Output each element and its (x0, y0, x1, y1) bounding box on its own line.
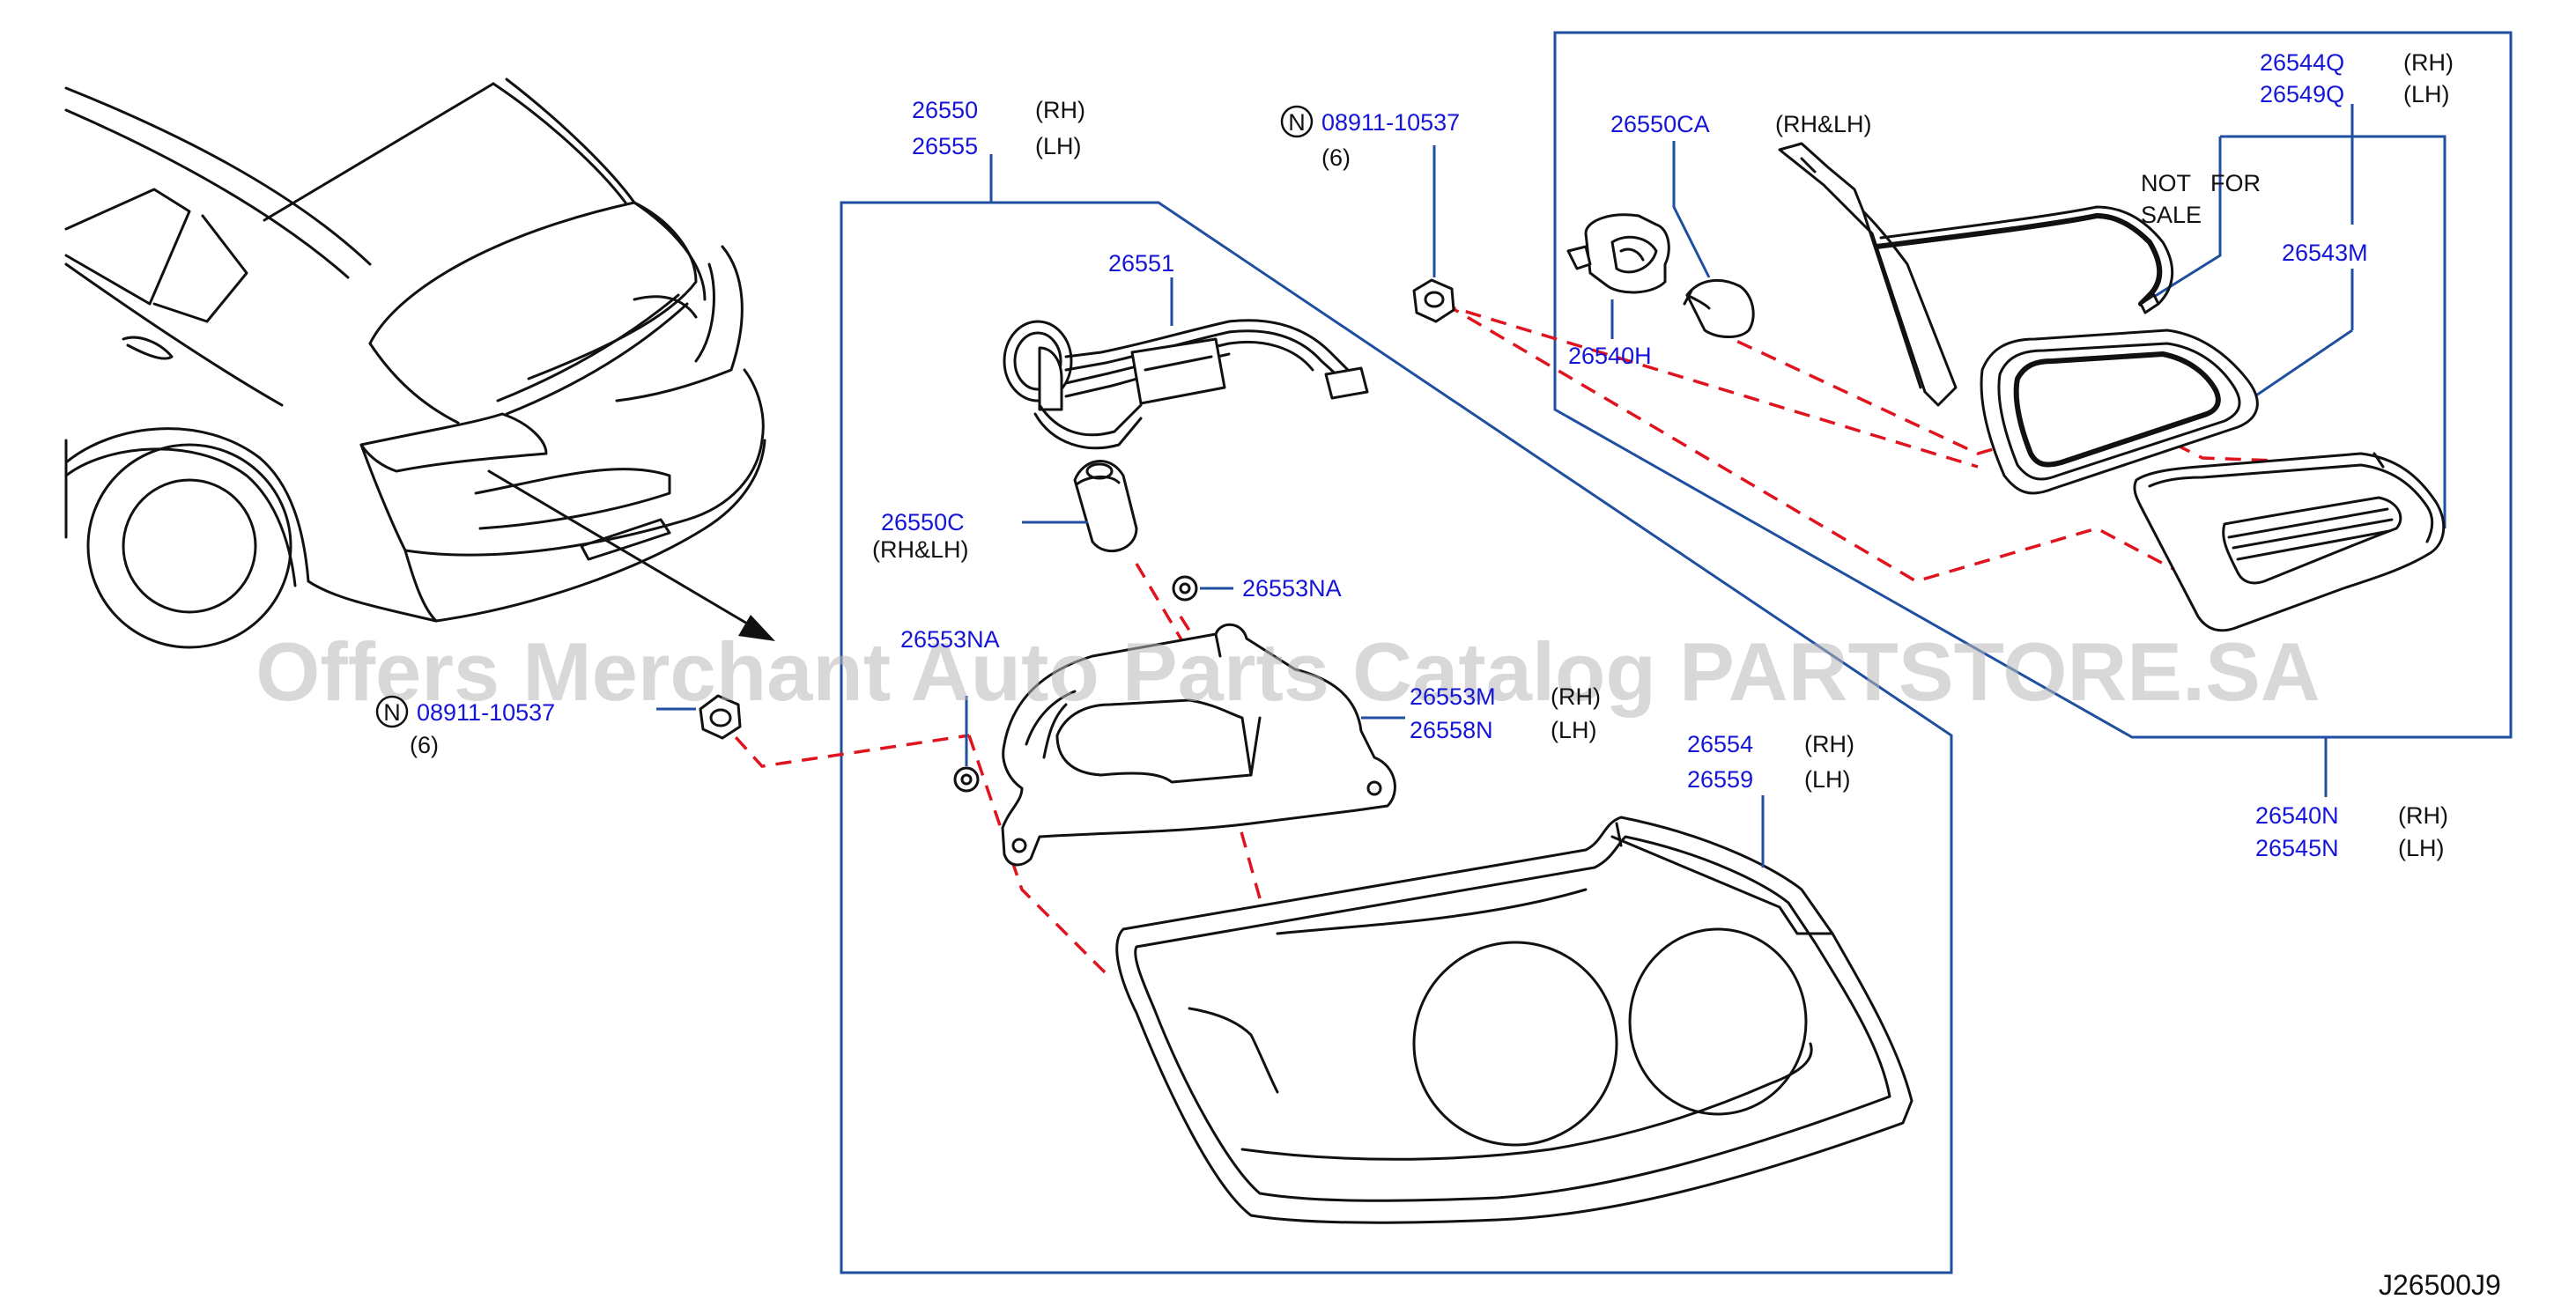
qualifier-26555-lh: (LH) (1035, 133, 1082, 159)
nut-top-callout: N 08911-10537 (6) (1280, 105, 1460, 171)
label-26540H: 26540H (1568, 343, 1652, 369)
label-26559: 26559 (1687, 766, 1753, 793)
bulb-26550CA (1672, 141, 1755, 338)
bracket-26553M (1001, 623, 1405, 867)
qualifier-26554-rh: (RH) (1804, 731, 1854, 757)
inner-lamp-26540N (2133, 452, 2446, 632)
nut-left-callout: N 08911-10537 (6) (375, 695, 555, 758)
n-marker-icon: N (1288, 109, 1306, 136)
qualifier-26559-lh: (LH) (1804, 766, 1851, 793)
note-not-for-sale-line1: NOT FOR (2141, 170, 2261, 196)
qualifier-26544Q-rh: (RH) (2403, 49, 2454, 76)
qualifier-26558N-lh: (LH) (1551, 717, 1597, 743)
label-26551: 26551 (1108, 250, 1174, 277)
watermark-text: Offers Merchant Auto Parts Catalog PARTS… (255, 625, 2320, 718)
lamp-lens-26554 (1115, 795, 1913, 1224)
label-26544Q: 26544Q (2260, 49, 2344, 76)
qualifier-26550C: (RH&LH) (872, 536, 969, 563)
gasket-26543M (1980, 329, 2259, 495)
label-26549Q: 26549Q (2260, 81, 2344, 107)
label-26540N: 26540N (2255, 802, 2339, 829)
label-26553NA-upper: 26553NA (1242, 575, 1342, 602)
qualifier-26550-rh: (RH) (1035, 97, 1085, 123)
label-08911-10537-top: 08911-10537 (1321, 109, 1460, 136)
note-not-for-sale-line2: SALE (2141, 202, 2202, 228)
label-26550: 26550 (912, 97, 978, 123)
qty-08911-10537-top: (6) (1321, 144, 1351, 171)
label-26553M: 26553M (1410, 683, 1496, 710)
label-26550CA: 26550CA (1610, 111, 1710, 137)
qualifier-26540N-rh: (RH) (2398, 802, 2448, 829)
label-08911-10537-left: 08911-10537 (417, 699, 555, 726)
bulb-26550C (1022, 460, 1138, 553)
cover-26544Q (1778, 142, 2174, 407)
label-26543M: 26543M (2282, 240, 2368, 266)
qualifier-26550CA: (RH&LH) (1775, 111, 1872, 137)
label-26555: 26555 (912, 133, 978, 159)
main-assembly-box (840, 154, 1953, 1274)
label-26553NA-lower: 26553NA (900, 626, 1000, 653)
socket-harness-26551 (1003, 277, 1369, 450)
qualifier-26549Q-lh: (LH) (2403, 81, 2450, 107)
car-rear-illustration (64, 78, 775, 649)
nut-left (656, 694, 742, 740)
label-26550C: 26550C (881, 509, 965, 535)
qualifier-26545N-lh: (LH) (2398, 835, 2445, 861)
qualifier-26553M-rh: (RH) (1551, 683, 1601, 710)
diagram-code: J26500J9 (2379, 1269, 2501, 1301)
grommet-26553NA-upper (1172, 575, 1233, 602)
socket-26540H (1566, 213, 1670, 339)
label-26558N: 26558N (1410, 717, 1493, 743)
grommet-26553NA-lower (953, 696, 980, 793)
label-26554: 26554 (1687, 731, 1753, 757)
n-marker-icon: N (383, 699, 401, 726)
label-26545N: 26545N (2255, 835, 2339, 861)
qty-08911-10537-left: (6) (410, 732, 439, 758)
nut-top (1412, 145, 1455, 323)
